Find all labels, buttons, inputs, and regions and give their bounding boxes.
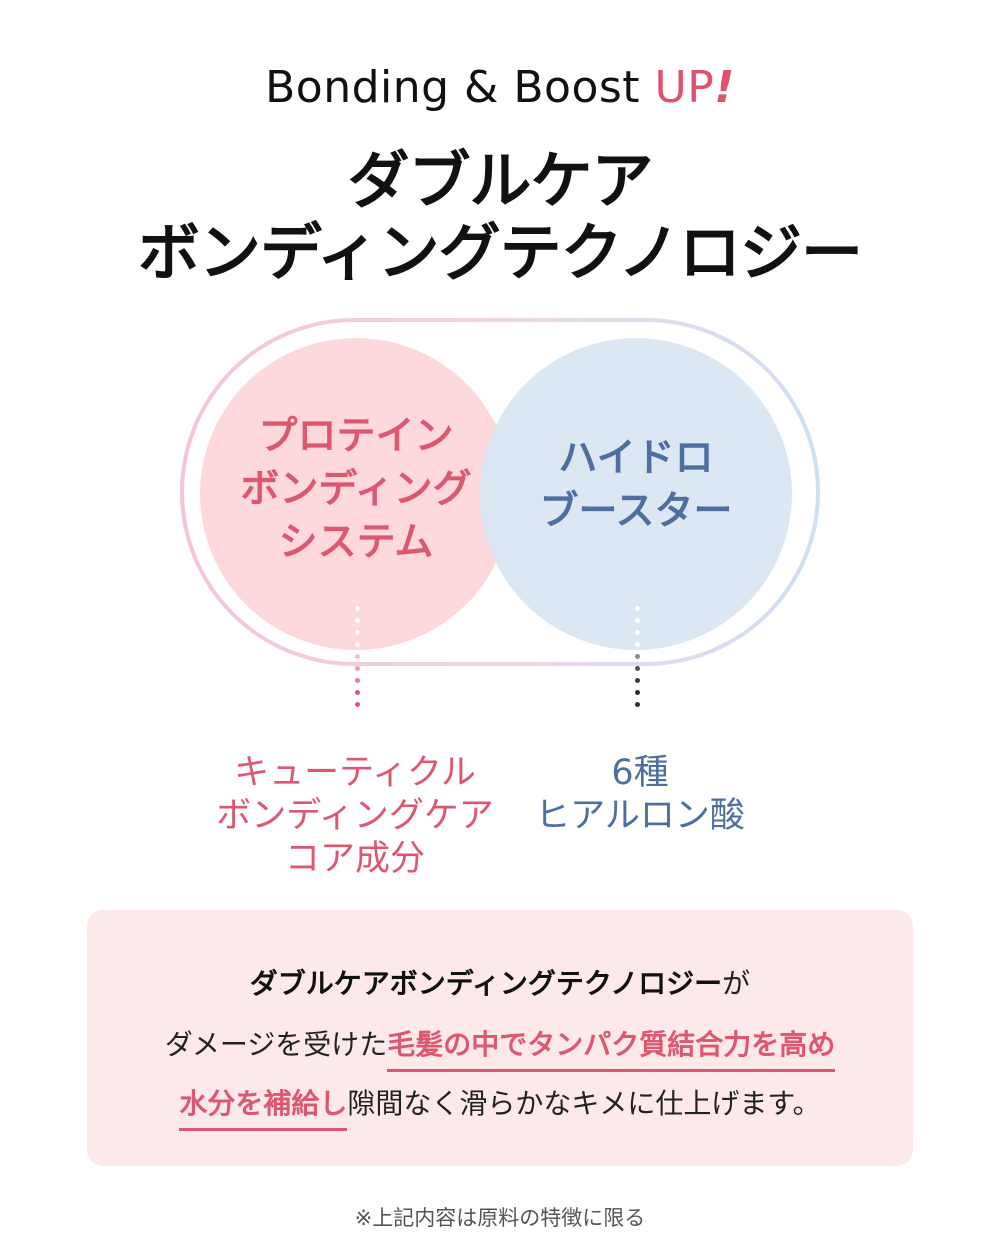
headline-line-2: ボンディングテクノロジー xyxy=(138,216,863,289)
feature-line: コア成分 xyxy=(284,839,425,879)
feature-line: ヒアルロン酸 xyxy=(535,796,745,836)
feature-right: 6種 ヒアルロン酸 xyxy=(515,752,765,838)
description-text: 隙間なく滑らかなキメに仕上げます。 xyxy=(347,1087,821,1120)
circle-label-line: ハイドロ xyxy=(558,436,714,481)
eyebrow-heading: Bonding & Boost UP! xyxy=(0,62,1000,113)
description-box: ダブルケアボンディングテクノロジーが ダメージを受けた毛髪の中でタンパク質結合力… xyxy=(87,910,913,1166)
eyebrow-accent: UP xyxy=(654,62,715,113)
description-text: ダメージを受けた xyxy=(164,1028,388,1061)
feature-line: ボンディングケア xyxy=(216,796,494,836)
eyebrow-text: Bonding & Boost xyxy=(265,62,655,113)
description-strong: ダブルケアボンディングテクノロジー xyxy=(249,967,723,1000)
hydro-booster-circle: ハイドロ ブースター xyxy=(480,338,792,650)
description-highlight: 水分を補給し xyxy=(179,1087,348,1131)
description-line-2: ダメージを受けた毛髪の中でタンパク質結合力を高め xyxy=(87,1023,913,1072)
circle-label-line: システム xyxy=(278,519,434,565)
feature-left: キューティクル ボンディングケア コア成分 xyxy=(205,752,505,881)
circle-label-line: ボンディング xyxy=(240,466,472,512)
circle-label-line: ブースター xyxy=(539,489,733,534)
description-highlight: 毛髪の中でタンパク質結合力を高め xyxy=(387,1028,836,1072)
circle-label-line: プロテイン xyxy=(258,413,454,459)
feature-line: キューティクル xyxy=(234,753,476,793)
connector-dots-left xyxy=(355,606,361,714)
description-line-3: 水分を補給し隙間なく滑らかなキメに仕上げます。 xyxy=(87,1082,913,1131)
eyebrow-bang: ! xyxy=(714,62,735,113)
headline-line-1: ダブルケア xyxy=(347,144,653,217)
description-line-1: ダブルケアボンディングテクノロジーが xyxy=(87,962,913,1002)
disclaimer-note: ※上記内容は原料の特徴に限る xyxy=(354,1206,646,1230)
feature-line: 6種 xyxy=(611,753,669,793)
description-text: が xyxy=(722,967,751,1000)
connector-dots-right xyxy=(635,606,641,714)
protein-bonding-circle: プロテイン ボンディング システム xyxy=(200,338,512,650)
